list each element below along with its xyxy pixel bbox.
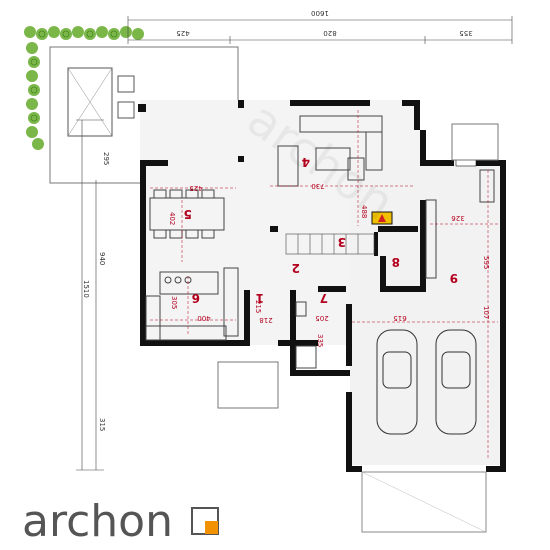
room-2-label: 2 <box>292 261 300 275</box>
room-5-label: 5 <box>184 207 192 221</box>
walls <box>140 100 506 472</box>
garage-storage <box>425 199 437 279</box>
archon-logo: archon <box>22 496 219 547</box>
room6-width: 400 <box>197 314 210 322</box>
dining-chairs <box>153 189 215 239</box>
living-coffee-table <box>315 147 351 171</box>
entry-canopy <box>217 361 279 409</box>
top-dimension-lines <box>127 16 513 44</box>
dim-terrace-depth: 295 <box>102 152 110 165</box>
room-1-label: 1 <box>256 291 264 305</box>
dim-depth-b: 1510 <box>82 280 90 298</box>
room4-width: 730 <box>311 182 324 190</box>
terrace-sofa <box>67 67 113 137</box>
terrace-chair-2 <box>117 101 135 119</box>
garage-width: 615 <box>393 314 406 322</box>
car-left <box>376 329 418 435</box>
room-6-label: 6 <box>192 291 200 305</box>
room-3-label: 3 <box>338 235 346 249</box>
kitchen-counter-bottom <box>145 325 227 341</box>
garage-window-gap <box>455 159 477 167</box>
fireplace-flame-icon <box>378 214 386 222</box>
dim-depth-c: 315 <box>98 418 106 431</box>
garage-rear-block <box>451 123 499 161</box>
room-8-label: 8 <box>392 255 400 269</box>
kitchen-tall-unit <box>223 267 239 337</box>
garage-side: 107 <box>482 306 490 319</box>
driveway <box>361 471 487 533</box>
room-4-label: 4 <box>302 155 310 169</box>
car-right <box>435 329 477 435</box>
garage-bike <box>479 169 495 203</box>
logo-plus-accent <box>205 521 218 534</box>
room5-width: 425 <box>189 184 202 192</box>
garden-plants <box>30 30 118 122</box>
living-chair <box>347 157 365 181</box>
garden-hedge <box>24 26 144 150</box>
logo-wordmark: archon <box>22 496 173 547</box>
interior-dimension-guides <box>150 110 498 460</box>
dim-seg-left: 425 <box>176 29 189 37</box>
garage-bay-width: 326 <box>451 214 465 222</box>
dim-seg-mid: 820 <box>323 29 336 37</box>
bath7-width: 205 <box>315 314 328 322</box>
wc-fixture <box>295 301 307 317</box>
room-9-label: 9 <box>450 271 458 285</box>
terrace-chair-1 <box>117 75 135 93</box>
hall1-depth: 215 <box>254 300 262 313</box>
shower-tray <box>295 345 317 369</box>
living-sofa-side <box>365 131 383 171</box>
room6-depth: 305 <box>170 296 178 309</box>
left-dimension-lines <box>76 119 104 471</box>
room-7-label: 7 <box>320 291 328 305</box>
dim-depth-a: 940 <box>98 252 106 265</box>
terrace-sofa-diag2 <box>67 67 113 137</box>
bath7-depth: 335 <box>316 334 324 347</box>
driveway-diag <box>361 471 487 533</box>
hall1-width: 218 <box>259 316 272 324</box>
living-sofa <box>299 115 383 133</box>
garage-depth: 595 <box>482 256 490 269</box>
terrace-column <box>138 104 146 112</box>
room4-depth: 488 <box>360 205 368 218</box>
dim-seg-right: 355 <box>459 29 472 37</box>
room5-depth: 402 <box>168 212 176 225</box>
kitchen-island <box>159 271 219 295</box>
staircase <box>285 233 375 255</box>
dim-total-width: 1600 <box>311 9 329 17</box>
